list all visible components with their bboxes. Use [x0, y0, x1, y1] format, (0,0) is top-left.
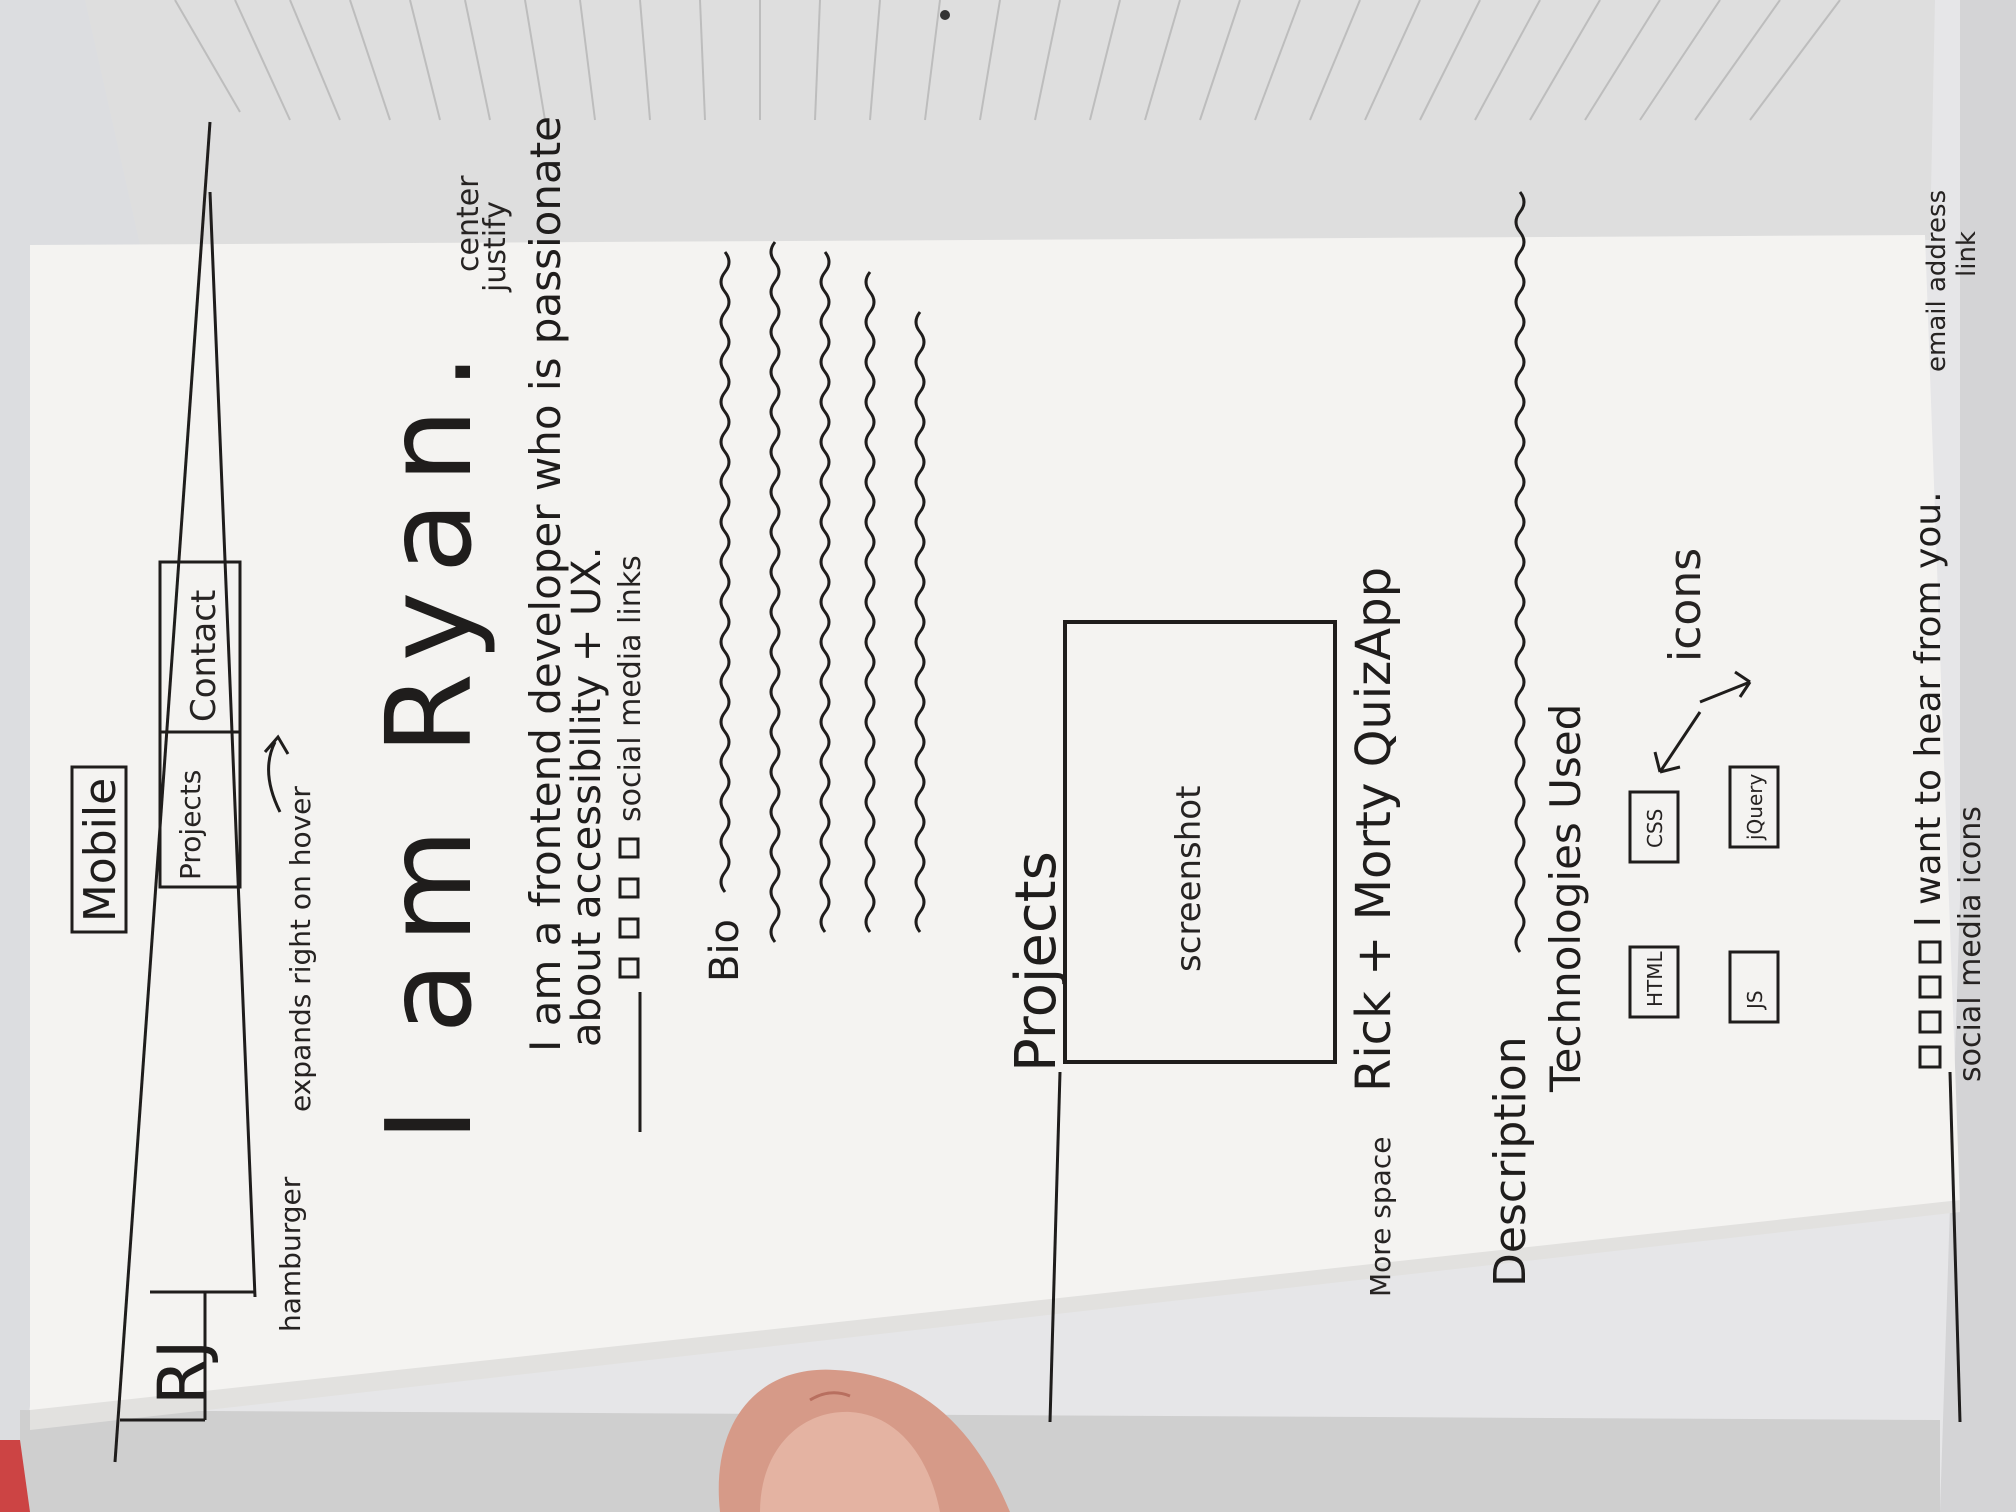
mobile-label-box: Mobile — [70, 765, 128, 934]
hero-heading: I am Ryan. — [360, 335, 498, 1142]
note-email-link: link — [1952, 231, 1982, 277]
arrow-right-icon — [263, 734, 290, 813]
tech-badge-js: JS — [1743, 990, 1767, 1011]
back-page — [85, 0, 1935, 245]
social-icon[interactable] — [618, 877, 640, 899]
social-link-boxes — [618, 837, 642, 1132]
nav-link-projects[interactable]: Projects — [174, 770, 207, 880]
description-squiggle — [1514, 191, 1526, 953]
tech-badge-jquery: jQuery — [1743, 773, 1767, 841]
footer-message: I want to hear from you. — [1908, 491, 1949, 927]
projects-heading: Projects — [1004, 851, 1069, 1072]
hero-intro-line1: I am a frontend developer who is passion… — [521, 116, 570, 1052]
note-more-space: More space — [1364, 1137, 1397, 1297]
sketch-content: Mobile RJ Projects Contact hamburger exp… — [70, 116, 1988, 1463]
note-justify: justify — [478, 201, 513, 293]
notebook-cover — [0, 1440, 30, 1512]
project-description-label: Description — [1485, 1036, 1536, 1287]
tech-badges — [1628, 765, 1780, 1024]
tech-heading: Technologies Used — [1541, 704, 1590, 1093]
sketch-page — [30, 235, 1960, 1420]
hero-intro-line2: about accessibility + UX. — [564, 547, 610, 1047]
section-divider — [1048, 1071, 1062, 1423]
note-center: center — [451, 175, 486, 272]
social-icon[interactable] — [618, 837, 640, 859]
logo-rj: RJ — [144, 1340, 221, 1405]
mobile-label: Mobile — [75, 778, 126, 922]
note-expands-right: expands right on hover — [284, 786, 317, 1112]
arrow-icon — [1653, 670, 1752, 774]
social-icon[interactable] — [1918, 940, 1942, 964]
note-icons: icons — [1660, 548, 1711, 662]
screenshot-label: screenshot — [1169, 786, 1209, 972]
footer-social-boxes — [1918, 940, 1942, 1069]
note-social-links: social media links — [613, 555, 648, 822]
social-icon[interactable] — [618, 917, 640, 939]
social-icon[interactable] — [1918, 1010, 1942, 1034]
note-social-icons: social media icons — [1953, 806, 1988, 1082]
tech-badge-css: CSS — [1643, 809, 1667, 848]
nav-link-contact[interactable]: Contact — [184, 590, 224, 722]
bio-label: Bio — [702, 919, 748, 982]
note-hamburger: hamburger — [274, 1176, 307, 1332]
social-icon[interactable] — [1918, 1045, 1942, 1069]
social-icon[interactable] — [618, 957, 640, 979]
social-icon[interactable] — [1918, 975, 1942, 999]
screenshot-placeholder — [1063, 620, 1337, 1064]
sheet-fold-right — [1940, 0, 2016, 1512]
project-title[interactable]: Rick + Morty QuizApp — [1346, 567, 1402, 1092]
thumb — [718, 1369, 1010, 1512]
footer-divider — [1948, 1071, 1962, 1423]
page-edge — [30, 1200, 1960, 1430]
note-email-address: email address — [1922, 190, 1952, 372]
bio-squiggles — [719, 241, 926, 943]
tech-badge-html: HTML — [1643, 950, 1667, 1007]
nav-bar-outline — [113, 121, 257, 1463]
